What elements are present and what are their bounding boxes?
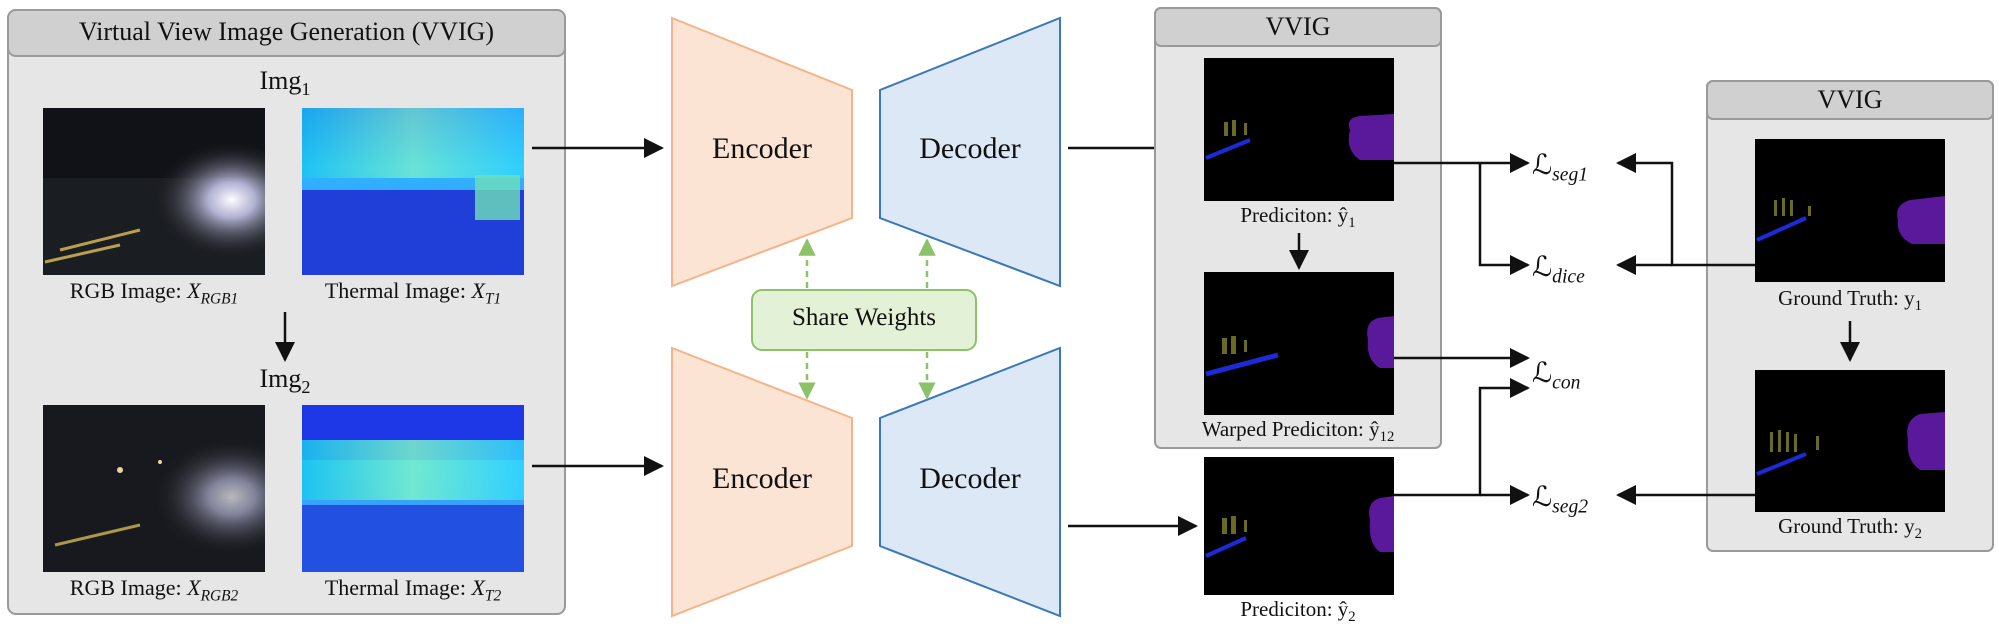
prediction-image-1 xyxy=(1204,58,1394,201)
rgb-image-2 xyxy=(43,405,265,572)
share-weights-box xyxy=(751,289,977,351)
vvig-main-title: Virtual View Image Generation (VVIG) xyxy=(78,17,495,46)
loss-dice: ℒdice xyxy=(1532,252,1585,288)
encoder-top-label: Encoder xyxy=(712,132,812,165)
warped-prediction-caption: Warped Prediciton: ŷ12 xyxy=(1201,417,1395,446)
prediction-image-2 xyxy=(1204,457,1394,595)
ground-truth-2-caption: Ground Truth: y2 xyxy=(1778,514,1922,543)
decoder-top xyxy=(879,16,1061,288)
thermal-image-2 xyxy=(302,405,524,572)
encoder-top xyxy=(671,16,853,288)
decoder-top-label: Decoder xyxy=(919,132,1021,165)
share-weights-label: Share Weights xyxy=(791,304,937,331)
vvig-right-title: VVIG xyxy=(1817,85,1883,114)
loss-arrows xyxy=(1394,153,1755,505)
img1-label: Img1 xyxy=(259,66,311,100)
loss-seg2: ℒseg2 xyxy=(1532,482,1589,518)
rgb-image-1-caption: RGB Image: XRGB1 xyxy=(69,278,239,308)
thermal-image-1-caption: Thermal Image: XT1 xyxy=(324,278,502,308)
vvig-mid-title: VVIG xyxy=(1265,12,1331,41)
thermal-image-2-caption: Thermal Image: XT2 xyxy=(324,575,502,605)
ground-truth-image-1 xyxy=(1755,139,1945,282)
prediction-2-caption: Prediciton: ŷ2 xyxy=(1240,597,1356,626)
decoder-bottom-label: Decoder xyxy=(919,462,1021,495)
rgb-image-2-caption: RGB Image: XRGB2 xyxy=(69,575,239,605)
ground-truth-1-caption: Ground Truth: y1 xyxy=(1778,286,1922,315)
rgb-image-1 xyxy=(43,108,265,275)
flow-arrows xyxy=(532,138,1198,536)
img2-label: Img2 xyxy=(259,364,311,398)
loss-con: ℒcon xyxy=(1532,358,1581,394)
ground-truth-image-2 xyxy=(1755,370,1945,512)
prediction-1-caption: Prediciton: ŷ1 xyxy=(1240,203,1356,232)
loss-seg1: ℒseg1 xyxy=(1532,150,1589,186)
encoder-bottom xyxy=(671,346,853,618)
thermal-image-1 xyxy=(302,108,524,275)
warped-prediction-image xyxy=(1204,272,1394,415)
share-weights-arrows xyxy=(798,238,936,400)
encoder-bottom-label: Encoder xyxy=(712,462,812,495)
decoder-bottom xyxy=(879,346,1061,618)
